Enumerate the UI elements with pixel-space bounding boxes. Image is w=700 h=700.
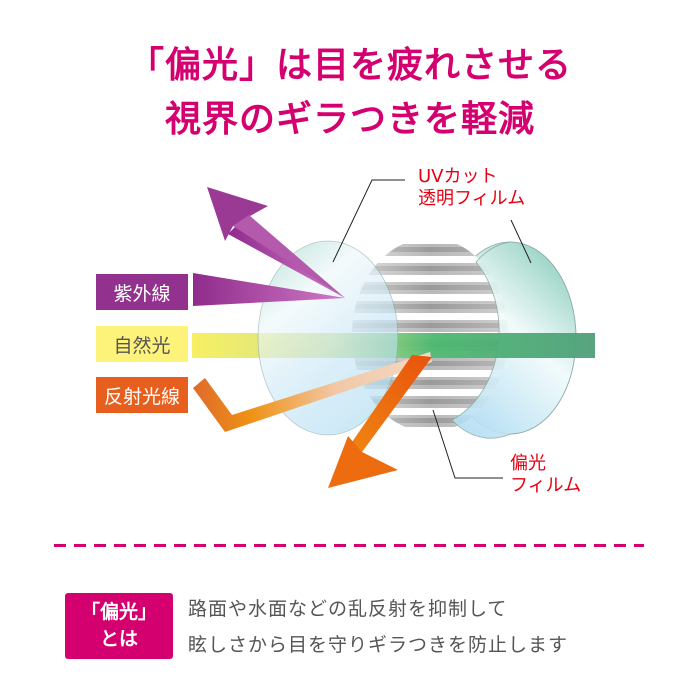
polarizing-film-callout-line [432,409,503,479]
badge-line-2: とは [99,628,138,650]
dashed-divider [54,544,644,547]
label-uv: 紫外線 [96,274,188,310]
callout-polarizing-film: 偏光 フィルム [510,453,581,497]
headline-line-1: 「偏光」は目を疲れさせる [127,45,572,86]
callout-uv-film-line-1: UVカット [418,166,498,187]
callout-uv-film-line-2: 透明フィルム [418,188,526,209]
polarized-definition-badge: 「偏光」 とは [65,593,173,659]
uv-ray-arrow [193,187,345,306]
label-natural-light: 自然光 [96,326,188,362]
callout-uv-film: UVカット 透明フィルム [418,166,525,210]
badge-line-1: 「偏光」 [80,601,157,623]
description-line-2: 眩しさから目を守りギラつきを防止します [188,634,569,656]
callout-polarizing-film-line-2: フィルム [510,475,582,496]
label-reflected-light: 反射光線 [96,377,188,413]
reflected-ray-arrow [193,352,432,488]
uv-film-callout-line-right [510,219,532,264]
callout-polarizing-film-line-1: 偏光 [510,453,546,474]
uv-film-callout-line [332,179,405,263]
description-line-1: 路面や水面などの乱反射を抑制して [188,598,508,620]
headline-line-2: 視界のギラつきを軽減 [164,99,535,140]
